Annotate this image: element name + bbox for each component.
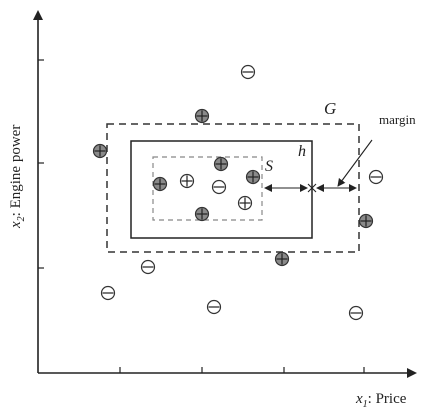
label-s: S	[265, 158, 273, 175]
y-axis-label: x2: Engine power	[8, 125, 27, 229]
positive-sample-point	[152, 176, 168, 192]
label-margin: margin	[379, 112, 416, 127]
negative-sample-point	[206, 299, 222, 315]
positive-sample-point	[274, 251, 290, 267]
positive-sample-point	[92, 143, 108, 159]
margin-pointer	[337, 139, 373, 187]
positive-sample-point	[237, 195, 253, 211]
positive-sample-point	[358, 213, 374, 229]
positive-sample-point	[213, 156, 229, 172]
positive-sample-point	[179, 173, 195, 189]
x-axis-label-var: x	[355, 391, 363, 407]
points-layer	[92, 64, 384, 321]
positive-sample-point	[245, 169, 261, 185]
margin-cross	[307, 183, 317, 193]
label-h: h	[298, 143, 306, 160]
negative-sample-point	[100, 285, 116, 301]
y-axis-label-text: : Engine power	[8, 125, 24, 217]
x-axis-label-text: : Price	[368, 391, 407, 407]
x-axis-label: x1: Price	[355, 391, 407, 408]
rect-g	[106, 123, 360, 253]
negative-sample-point	[211, 179, 227, 195]
positive-sample-point	[194, 108, 210, 124]
y-axis-label-var: x	[8, 221, 24, 229]
negative-sample-point	[240, 64, 256, 80]
label-g: G	[324, 99, 336, 118]
x-axis-label-sub: 1	[363, 399, 368, 408]
negative-sample-point	[348, 305, 364, 321]
rect-s	[152, 156, 263, 221]
negative-sample-point	[368, 169, 384, 185]
rect-h	[130, 140, 313, 239]
negative-sample-point	[140, 259, 156, 275]
y-axis-label-sub: 2	[16, 216, 27, 221]
positive-sample-point	[194, 206, 210, 222]
